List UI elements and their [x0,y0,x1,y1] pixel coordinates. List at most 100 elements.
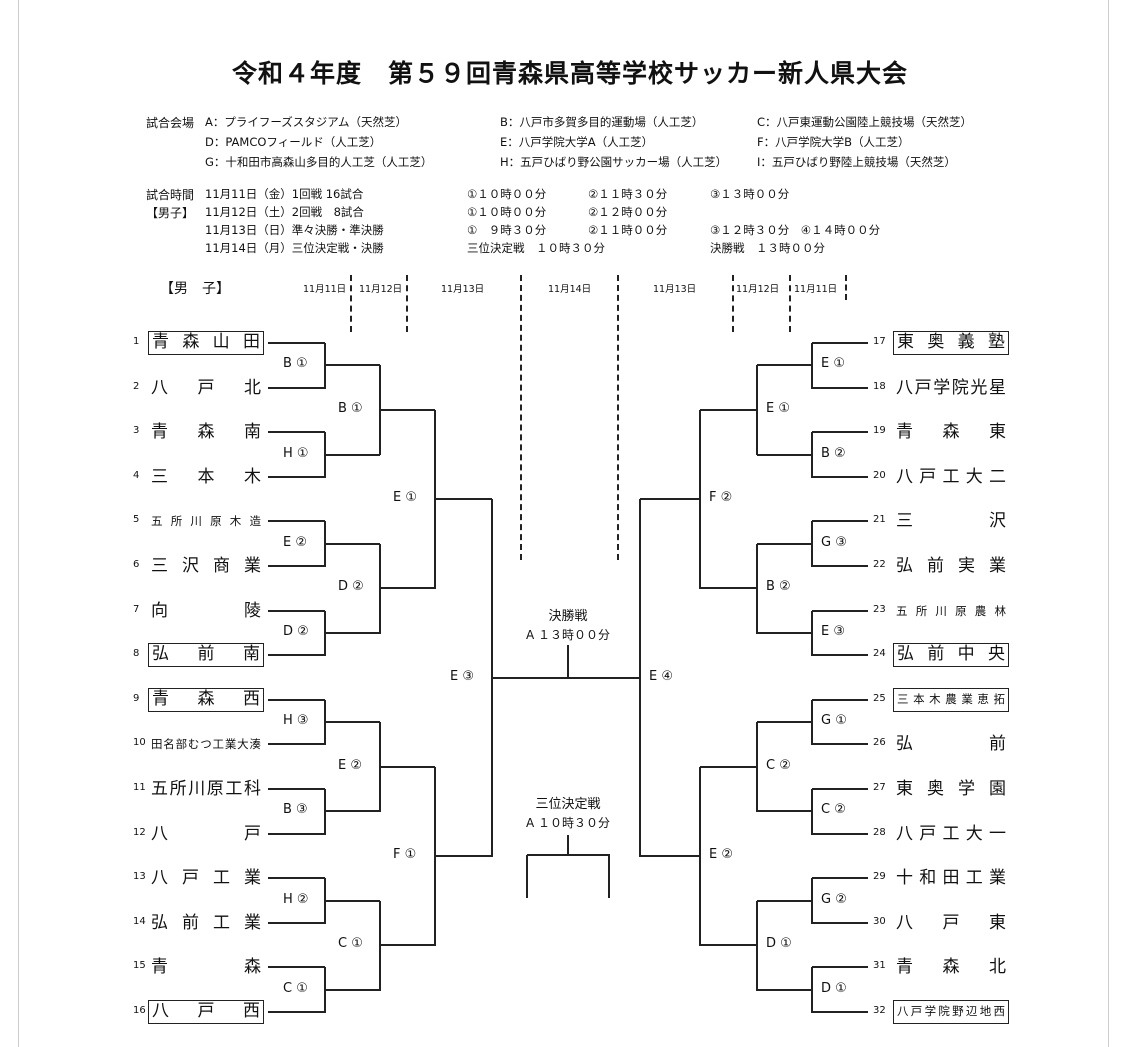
bracket-line [811,343,813,389]
match-venue-label: E ① [393,490,418,506]
match-venue-label: B ② [766,579,791,595]
team-seed: 3 [133,425,140,437]
schedule-cell: ②１１時３０分 [588,187,668,201]
team-seed: 11 [133,782,146,793]
bracket-line [811,610,813,657]
team-seed: 22 [873,559,886,570]
bracket-line [435,498,492,501]
date-divider [789,275,791,332]
team-name: 青森山田 [148,331,264,355]
date-divider [350,275,352,332]
bracket-line [325,542,380,545]
page-title: 令和４年度 第５９回青森県高等学校サッカー新人県大会 [231,59,908,88]
team-name: 五所川原木造 [151,514,261,529]
team-seed: 7 [133,603,140,615]
bracket-line [380,944,435,947]
team-name: 青森北 [896,957,1006,978]
bracket-line [812,342,868,344]
bracket-line [757,810,812,813]
team-name: 三沢 [896,511,1006,532]
team-name: 弘前工業 [151,912,261,933]
team-name: 八戸学院野辺地西 [893,1000,1009,1024]
bracket-line [325,721,380,724]
date-divider [520,275,522,560]
team-name: 五所川原農林 [896,603,1006,618]
team-seed: 26 [873,737,886,749]
schedule-cell: ②１１時００分 [588,223,668,237]
final-time: A １３時００分 [525,628,611,642]
bracket-line [268,743,325,746]
team-name: 青森 [151,957,261,978]
bracket-line [812,654,868,657]
bracket-line [380,587,435,590]
team-name: 弘前実業 [896,556,1006,576]
match-venue-label: B ① [338,400,363,416]
match-venue-label: D ② [283,623,309,639]
team-seed: 29 [873,871,886,883]
match-venue-label: B ① [283,356,308,372]
match-venue-label: G ① [821,713,847,729]
team-name: 三沢商業 [151,556,261,576]
team-seed: 19 [873,425,886,437]
team-name: 三本木 [151,466,261,487]
bracket-line [268,788,325,790]
page-edge [18,0,19,1047]
team-seed: 23 [873,603,886,615]
team-seed: 13 [133,871,146,883]
match-venue-label: E ② [338,757,363,773]
venue-item: I：五戸ひばり野陸上競技場（天然芝） [757,155,956,169]
bracket-line [608,855,610,898]
team-seed: 20 [873,469,886,481]
bracket-line [812,431,868,434]
match-venue-label: D ① [766,936,792,952]
team-name: 八戸工大一 [896,823,1006,844]
schedule-cell: ① ９時３０分 [467,223,547,237]
bracket-line [812,788,868,790]
bracket-line [756,543,758,634]
schedule-cell: 11月13日（日）準々決勝・準決勝 [205,223,384,237]
schedule-cell: 11月14日（月）三位決定戦・決勝 [205,241,384,255]
schedule-cell: 11月11日（金）1回戦 16試合 [205,187,364,201]
schedule-cell: ②１２時００分 [588,205,668,219]
bracket-line [268,342,325,344]
bracket-line [757,721,812,724]
date-divider [732,275,734,332]
bracket-line [757,453,812,456]
match-venue-label: C ① [283,980,308,996]
bracket-line [492,676,640,679]
bracket-line [268,565,325,567]
bracket-line [325,899,380,902]
bracket-line [268,698,325,701]
match-venue-label: E ③ [450,668,475,684]
schedule-cell: 11月12日（土）2回戦 8試合 [205,205,364,219]
team-seed: 6 [133,559,140,570]
schedule-cell: ①１０時００分 [467,187,547,201]
bracket-line [268,431,325,434]
bracket-line [325,810,380,813]
bracket-line [435,854,492,857]
match-venue-label: H ② [283,891,309,907]
team-seed: 25 [873,692,886,704]
bracket-line [567,645,569,679]
team-seed: 9 [133,692,140,704]
team-seed: 14 [133,915,146,927]
bracket-line [268,877,325,880]
team-name: 八戸工業 [151,868,261,889]
team-name: 八戸工大二 [896,466,1006,487]
team-seed: 21 [873,514,886,526]
match-venue-label: H ③ [283,713,309,729]
team-name: 弘前中央 [893,643,1009,668]
venue-item: C：八戸東運動公園陸上競技場（天然芝） [757,115,973,129]
venue-item: E：八戸学院大学A（人工芝） [500,135,654,149]
team-seed: 1 [133,336,140,347]
date-header: 11月12日 [359,284,403,295]
match-venue-label: E ① [821,356,846,372]
bracket-line [325,453,380,456]
team-seed: 8 [133,648,140,660]
team-seed: 2 [133,380,140,392]
bracket-line [757,542,812,545]
match-venue-label: F ② [709,490,733,506]
times-label: 試合時間 [146,188,195,202]
bracket-line [325,631,380,634]
